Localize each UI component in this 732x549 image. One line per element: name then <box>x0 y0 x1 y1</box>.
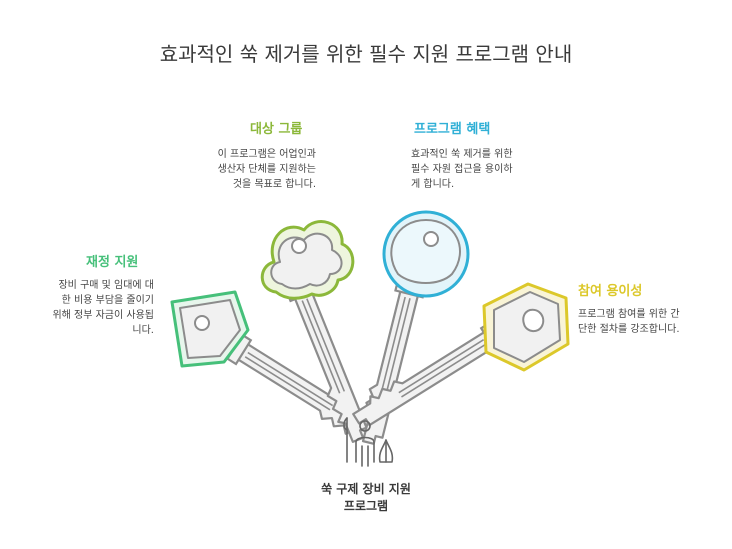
participation-ease-text: 프로그램 참여를 위한 간 단한 절차를 강조합니다. <box>578 309 680 335</box>
target-group-heading: 대상 그룹 <box>250 122 303 137</box>
center-program-label: 쑥 구제 장비 지원 프로그램 <box>321 482 411 513</box>
page-title: 효과적인 쑥 제거를 위한 필수 지원 프로그램 안내 <box>159 42 573 66</box>
person-with-tools-icon <box>343 417 394 467</box>
yellow-key <box>348 282 570 431</box>
financial-support-text: 장비 구매 및 임대에 대 한 비용 부담을 줄이기 위해 정부 자금이 사용됩… <box>52 280 154 336</box>
target-group-text: 이 프로그램은 어업인과 생산자 단체를 지원하는 것을 목표로 합니다. <box>217 149 316 190</box>
program-benefit-heading: 프로그램 혜택 <box>414 122 491 137</box>
participation-ease-heading: 참여 용이성 <box>578 284 643 299</box>
green-key <box>170 290 380 448</box>
cyan-key <box>356 210 470 447</box>
program-benefit-text: 효과적인 쑥 제거를 위한 필수 자원 접근을 용이하 게 합니다. <box>411 149 513 190</box>
financial-support-heading: 재정 지원 <box>86 255 139 270</box>
lime-key <box>260 220 371 446</box>
